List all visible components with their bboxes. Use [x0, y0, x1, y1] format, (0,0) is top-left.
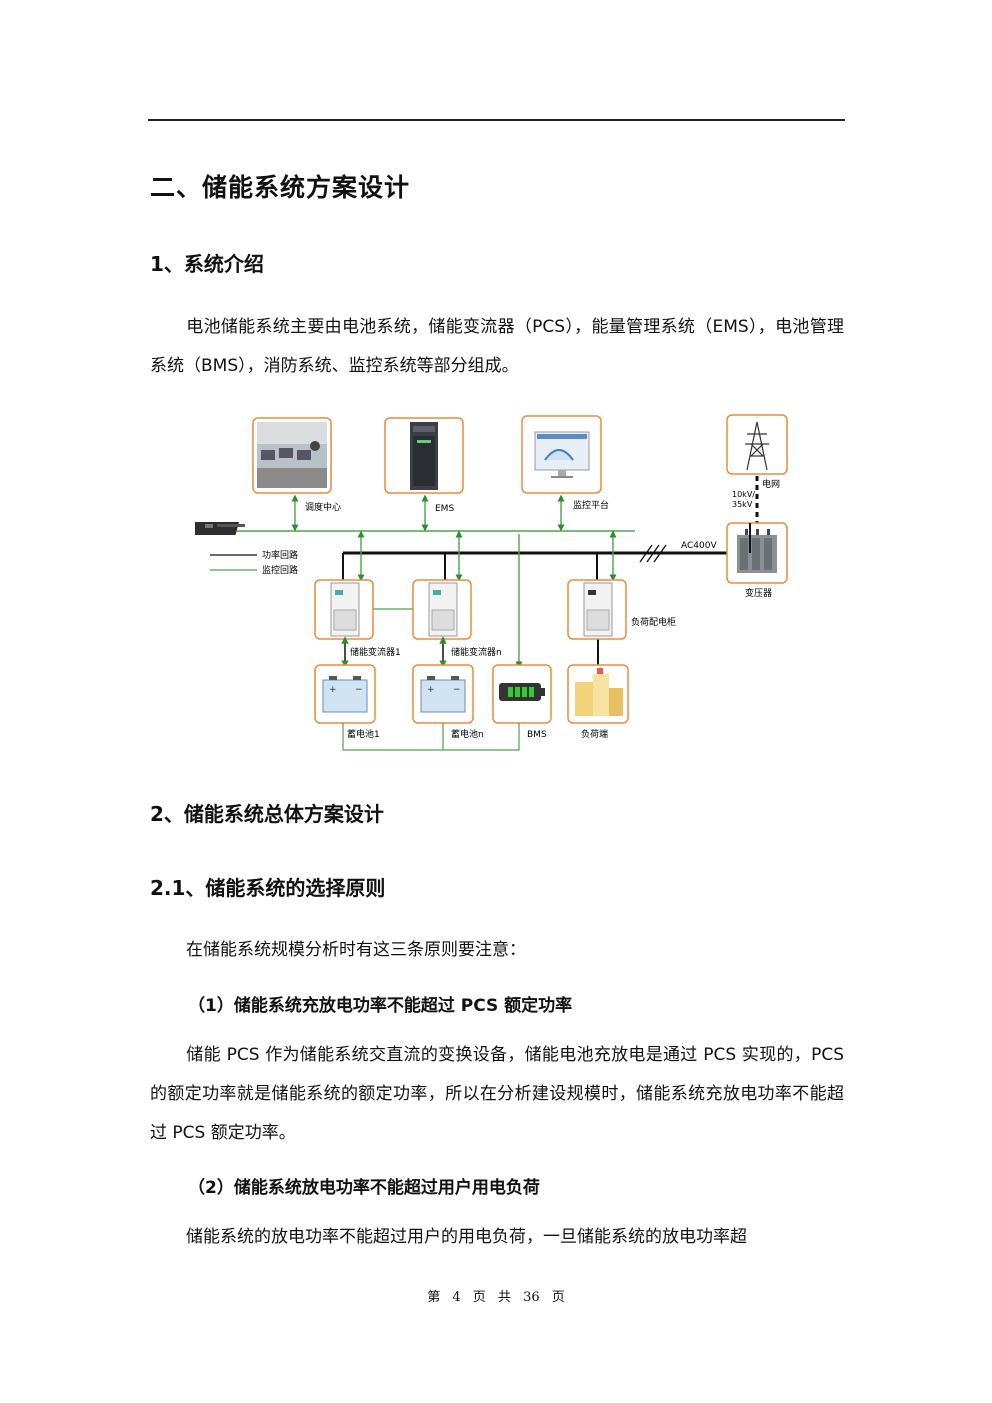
svg-text:+: +: [329, 685, 337, 695]
principles-intro-text: 在储能系统规模分析时有这三条原则要注意：: [186, 940, 526, 960]
batteryn-label: 蓄电池n: [451, 728, 484, 740]
principle-1-title: （1）储能系统充放电功率不能超过 PCS 额定功率: [188, 996, 573, 1016]
svg-text:−: −: [355, 685, 363, 695]
intro-paragraph: 电池储能系统主要由电池系统，储能变流器（PCS），能量管理系统（EMS），电池管…: [150, 308, 844, 386]
load-end-label: 负荷端: [581, 728, 608, 740]
batteryn-icon: + −: [420, 676, 466, 713]
dispatch-center-photo-icon: [257, 422, 327, 488]
ac400v-label: AC400V: [681, 541, 717, 551]
dispatch-label: 调度中心: [305, 501, 341, 513]
load-cabinet-label: 负荷配电柜: [631, 616, 676, 628]
intro-text: 电池储能系统主要由电池系统，储能变流器（PCS），能量管理系统（EMS），电池管…: [150, 317, 844, 376]
svg-text:+: +: [427, 685, 435, 695]
pcsn-cabinet-icon: [428, 582, 458, 637]
load-cabinet-icon: [583, 582, 613, 637]
transformer-icon: [737, 529, 777, 573]
battery1-icon: + −: [322, 676, 368, 713]
footer-total-pages: 36: [523, 1290, 540, 1305]
principle-1-paragraph: 储能 PCS 作为储能系统交直流的变换设备，储能电池充放电是通过 PCS 实现的…: [150, 1036, 844, 1153]
monitor-arrows: [291, 494, 617, 669]
principle-2-text: 储能系统的放电功率不能超过用户的用电负荷，一旦储能系统的放电功率超: [186, 1227, 747, 1247]
subsection-title-2-1: 2.1、储能系统的选择原则: [150, 876, 386, 900]
pcs1-cabinet-icon: [330, 582, 360, 637]
subsection-title-2: 2、储能系统总体方案设计: [150, 802, 384, 826]
section-title: 二、储能系统方案设计: [150, 173, 411, 202]
ems-cabinet-icon: [410, 422, 438, 490]
principle-1-text: 储能 PCS 作为储能系统交直流的变换设备，储能电池充放电是通过 PCS 实现的…: [150, 1045, 844, 1143]
pcs1-label: 储能变流器1: [350, 646, 401, 658]
monitor-platform-label: 监控平台: [573, 499, 609, 511]
subsection-title-1: 1、系统介绍: [150, 252, 264, 276]
legend-power-label: 功率回路: [262, 549, 298, 561]
pcsn-label: 储能变流器n: [451, 646, 502, 658]
principles-intro: 在储能系统规模分析时有这三条原则要注意：: [150, 931, 844, 970]
footer-mid1: 页: [472, 1290, 486, 1305]
bms-monitor-loop: [342, 723, 520, 751]
principle-2-title: （2）储能系统放电功率不能超过用户用电负荷: [188, 1178, 540, 1198]
header-rule: [148, 119, 845, 121]
footer-suffix: 页: [551, 1290, 565, 1305]
legend-monitor-label: 监控回路: [262, 564, 298, 576]
buildings-icon: [575, 668, 623, 716]
transformer-label: 变压器: [745, 587, 772, 599]
voltage-label-1: 10kV/: [732, 490, 755, 499]
footer-prefix: 第: [427, 1290, 441, 1305]
battery1-label: 蓄电池1: [347, 728, 380, 740]
footer-page-number: 4: [452, 1290, 461, 1305]
bms-label: BMS: [527, 730, 547, 740]
footer-mid2: 共: [497, 1290, 511, 1305]
transmission-tower-icon: [745, 421, 769, 471]
ems-label: EMS: [435, 504, 454, 514]
ac-slashes: [639, 544, 667, 563]
system-diagram: AC400V 功率回路 监控回路 调度中心 EMS 监控平台: [195, 414, 788, 751]
grid-label: 电网: [762, 478, 780, 490]
svg-text:−: −: [453, 685, 461, 695]
monitor-screen-icon: [534, 431, 590, 478]
voltage-label-2: 35kV: [732, 500, 753, 509]
rack-device-icon: [195, 522, 245, 535]
bms-battery-icon: [499, 683, 545, 701]
battery-arrows: [341, 636, 447, 668]
page-footer: 第 4 页 共 36 页: [0, 1286, 992, 1305]
principle-2-paragraph: 储能系统的放电功率不能超过用户的用电负荷，一旦储能系统的放电功率超: [150, 1218, 844, 1257]
power-drops: [342, 523, 751, 666]
